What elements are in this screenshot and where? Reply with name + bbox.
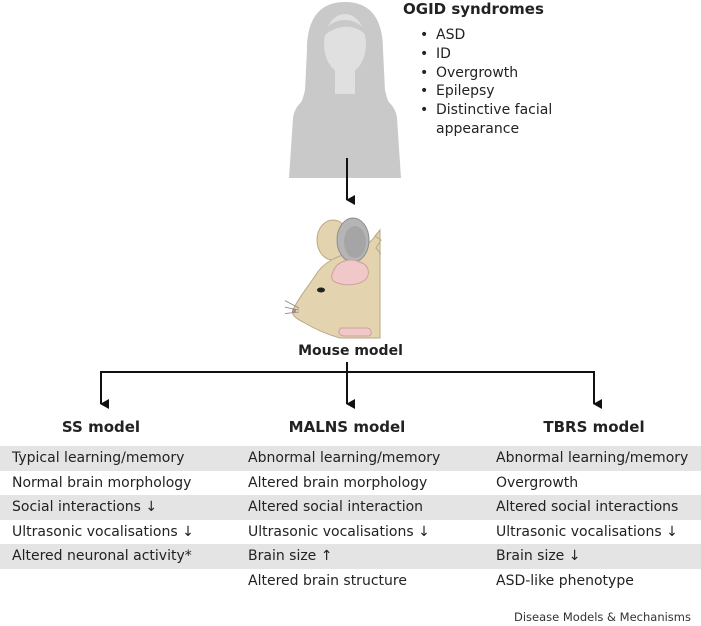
mouse-model-label: Mouse model: [298, 343, 403, 359]
ss-row: Social interactions ↓: [12, 499, 158, 515]
feature-item: Overgrowth: [420, 64, 636, 83]
malns-row: Brain size ↑: [248, 548, 333, 564]
tbrs-row: Overgrowth: [496, 474, 579, 491]
feature-item: Distinctive facial: [420, 101, 636, 120]
tbrs-row: Ultrasonic vocalisations ↓: [496, 523, 678, 540]
ss-row: Typical learning/memory: [12, 450, 185, 466]
malns-row: Ultrasonic vocalisations ↓: [248, 523, 430, 540]
tbrs-row: ASD-like phenotype: [496, 572, 634, 589]
tbrs-row: Altered social interactions: [496, 499, 679, 515]
row-band: [0, 544, 701, 569]
malns-model-header: MALNS model: [288, 418, 406, 436]
feature-item: ASD: [420, 26, 636, 45]
feature-item: Epilepsy: [420, 82, 636, 101]
feature-item: ID: [420, 45, 636, 64]
malns-row: Altered brain morphology: [248, 474, 428, 491]
syndrome-feature-list: ASD ID Overgrowth Epilepsy Distinctive f…: [420, 26, 636, 139]
ss-row: Ultrasonic vocalisations ↓: [12, 523, 194, 540]
row-band: [0, 446, 701, 471]
ss-model-header: SS model: [61, 418, 141, 436]
mouse-illustration-icon: [285, 217, 382, 339]
ss-row: Normal brain morphology: [12, 474, 192, 491]
tbrs-model-header: TBRS model: [543, 418, 645, 436]
journal-credit: Disease Models & Mechanisms: [513, 610, 691, 624]
tbrs-row: Brain size ↓: [496, 548, 581, 564]
malns-row: Abnormal learning/memory: [248, 450, 441, 466]
malns-row: Altered brain structure: [248, 572, 407, 589]
malns-row: Altered social interaction: [248, 499, 424, 515]
ss-row: Altered neuronal activity*: [12, 548, 192, 564]
tbrs-row: Abnormal learning/memory: [496, 450, 689, 466]
row-band: [0, 495, 701, 520]
person-silhouette-icon: [289, 2, 401, 178]
syndrome-title: OGID syndromes: [403, 0, 544, 18]
feature-item-continuation: appearance: [436, 120, 520, 137]
